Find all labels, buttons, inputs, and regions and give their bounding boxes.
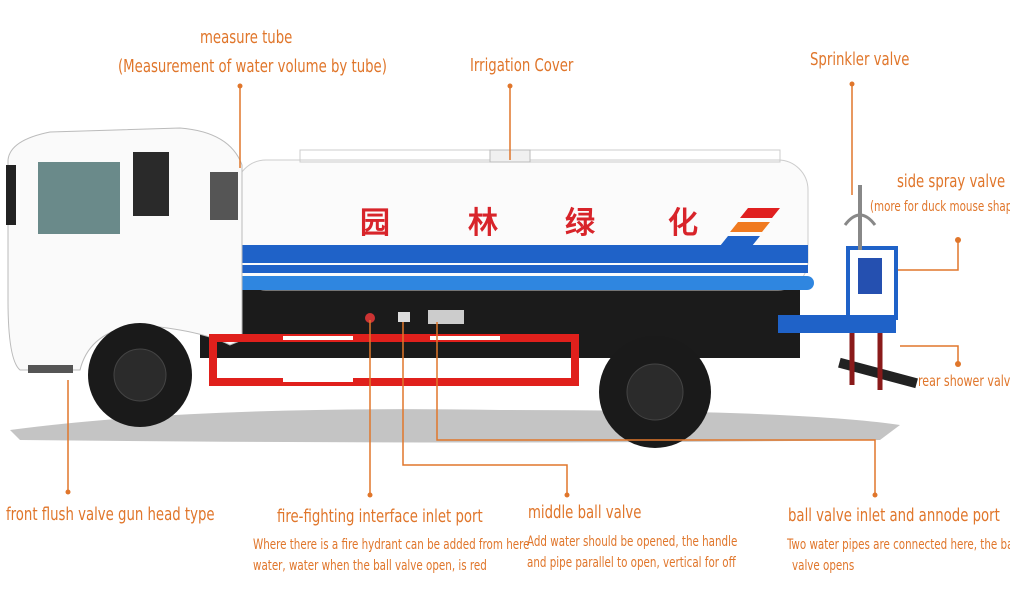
cab-vent — [133, 152, 169, 216]
irrigation-cover-label: Irrigation Cover — [470, 55, 574, 76]
logo-stripe-red — [740, 208, 780, 218]
ball-valve-inlet-desc-1: Two water pipes are connected here, the … — [787, 537, 1010, 553]
fire-fighting-label: fire-fighting interface inlet port — [277, 506, 483, 527]
tank-stripe — [236, 245, 808, 263]
tank-top-rail — [299, 149, 781, 163]
logo-stripe-blue — [720, 236, 760, 246]
side-spray-valve-label: side spray valve — [897, 171, 1006, 192]
tank-pipe — [236, 276, 814, 290]
fire-fighting-port — [365, 313, 375, 323]
middle-ball-valve-desc-1: Add water should be opened, the handle — [527, 534, 738, 550]
ball-valve-inlet-desc-2: valve opens — [792, 558, 855, 574]
tank-stripe-2 — [236, 265, 808, 273]
tank-char-2: 林 — [468, 206, 498, 241]
side-guard — [209, 334, 579, 386]
mirror — [6, 165, 16, 225]
rear-box — [858, 258, 882, 294]
rear-frame — [846, 246, 898, 320]
cab-step — [28, 365, 73, 373]
front-flush-label: front flush valve gun head type — [6, 504, 215, 525]
sprinkler-valve-label: Sprinkler valve — [810, 49, 910, 70]
guard-white-1 — [283, 336, 353, 340]
middle-ball-valve — [398, 312, 410, 322]
ball-valve-inlet — [428, 310, 464, 324]
side-spray-valve-subtitle: (more for duck mouse shape) — [870, 199, 1010, 215]
chassis — [200, 288, 800, 358]
guard-white-3 — [430, 336, 500, 340]
cab-window — [38, 162, 120, 234]
fire-fighting-desc-2: water, water when the ball valve open, i… — [253, 558, 487, 574]
ball-valve-inlet-label: ball valve inlet and annode port — [788, 505, 1000, 526]
cab-rear-window — [210, 172, 238, 220]
fire-fighting-desc-1: Where there is a fire hydrant can be add… — [253, 537, 530, 553]
leader-lines — [67, 84, 959, 495]
measure-tube-label: measure tube — [200, 27, 293, 48]
sprinkler-head — [843, 213, 877, 226]
measure-tube-subtitle: (Measurement of water volume by tube) — [118, 56, 387, 77]
middle-ball-valve-label: middle ball valve — [528, 502, 642, 523]
middle-ball-valve-desc-2: and pipe parallel to open, vertical for … — [527, 555, 736, 571]
guard-white-2 — [283, 378, 353, 382]
logo-stripe-orange — [730, 222, 770, 232]
tank-char-3: 绿 — [565, 206, 596, 241]
tank-char-4: 化 — [668, 206, 698, 241]
tank-char-1: 园 — [360, 206, 390, 241]
rear-shower-valve-label: rear shower valve — [918, 372, 1010, 390]
